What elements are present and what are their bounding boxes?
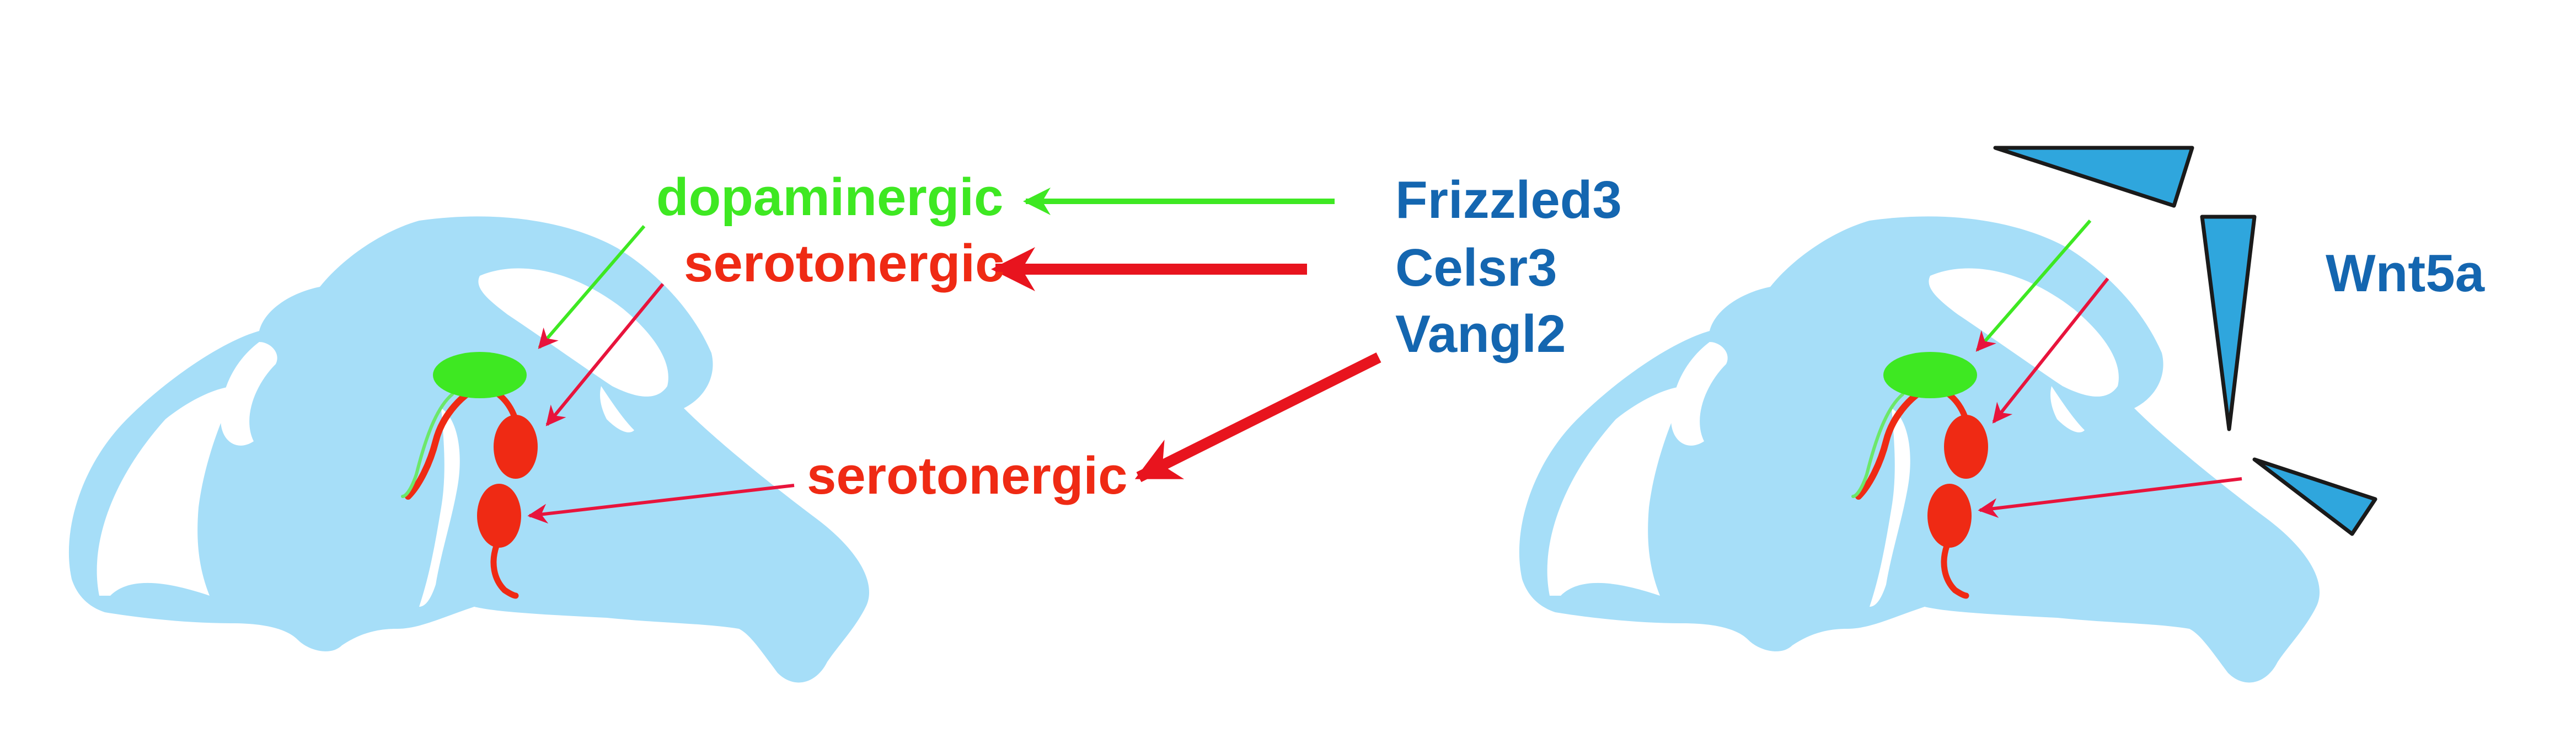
serotonergic-guidance-arrow-left bbox=[545, 283, 665, 426]
wnt5a-gradient-wedge-middle bbox=[2200, 215, 2257, 431]
dopaminergic-label: dopaminergic bbox=[656, 168, 1003, 227]
wnt5a-gradient-wedge-bottom bbox=[2252, 457, 2377, 536]
vangl-to-serotonergic-arrow bbox=[1134, 352, 1381, 482]
serotonergic-label-bottom: serotonergic bbox=[807, 446, 1127, 505]
morphogen-wnt5a-label: Wnt5a bbox=[2326, 244, 2485, 303]
dopaminergic-guidance-arrow-right bbox=[1975, 220, 2092, 352]
serotonergic-guidance-arrow-right bbox=[1992, 277, 2109, 424]
gene-vangl2: Vangl2 bbox=[1395, 304, 1566, 363]
gene-celsr3: Celsr3 bbox=[1395, 238, 1557, 297]
gene-frizzled3: Frizzled3 bbox=[1395, 170, 1622, 229]
serotonergic-caudal-arrow-left bbox=[527, 484, 795, 524]
right-brain-panel bbox=[1519, 216, 2320, 683]
serotonergic-caudal-arrow-right bbox=[1978, 477, 2242, 518]
serotonergic-label-top: serotonergic bbox=[684, 234, 1004, 293]
dopaminergic-guidance-arrow-left bbox=[538, 225, 646, 349]
wnt5a-gradient-wedge-top bbox=[1993, 146, 2194, 208]
